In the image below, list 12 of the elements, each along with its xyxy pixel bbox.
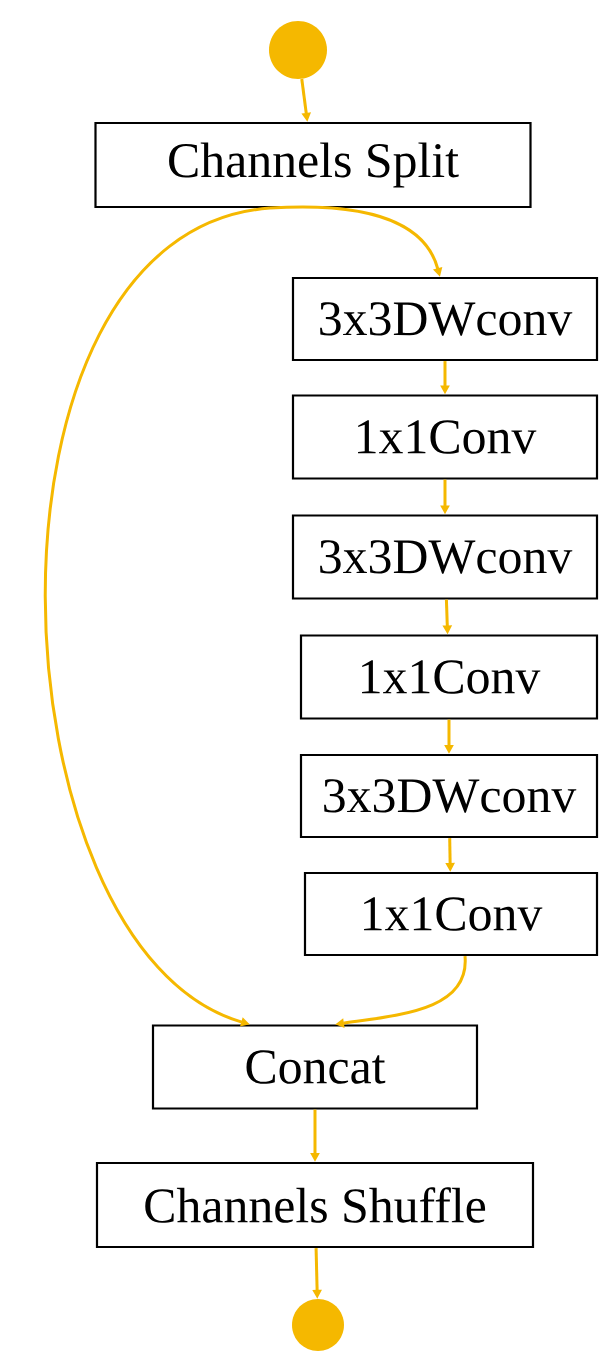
- process-box: Concat: [151, 1024, 479, 1110]
- arrow: [43, 206, 271, 1027]
- process-box: 3x3DWconv: [299, 753, 599, 839]
- process-box: 1x1Conv: [291, 394, 599, 480]
- process-box: Channels Shuffle: [95, 1161, 535, 1249]
- terminal-circle: [269, 21, 327, 79]
- process-box: Channels Split: [94, 121, 532, 209]
- terminal-circle: [292, 1299, 344, 1351]
- process-box: 3x3DWconv: [291, 276, 599, 362]
- process-box: 3x3DWconv: [291, 514, 599, 600]
- process-box: 1x1Conv: [299, 634, 599, 720]
- process-box: 1x1Conv: [303, 871, 599, 957]
